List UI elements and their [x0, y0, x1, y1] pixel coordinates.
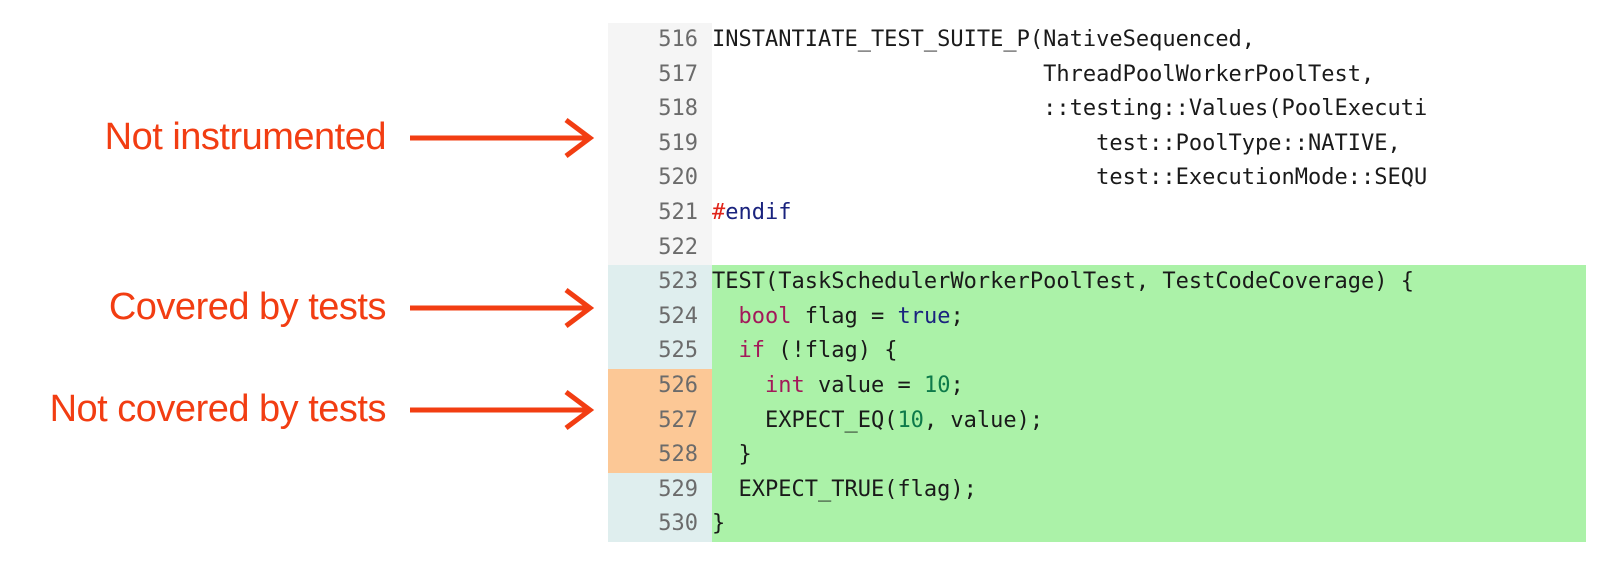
code-token: 10: [897, 407, 924, 433]
line-number: 519: [608, 126, 712, 162]
code-token: ThreadPoolWorkerPoolTest,: [712, 61, 1375, 87]
code-token: #: [712, 200, 726, 225]
code-text: int value = 10;: [712, 369, 1586, 404]
line-number: 518: [608, 92, 712, 127]
arrow-right-icon: [410, 287, 595, 328]
code-text: test::PoolType::NATIVE,: [712, 126, 1586, 162]
code-line: 528 }: [608, 438, 1586, 473]
code-text: ::testing::Values(PoolExecuti: [712, 92, 1586, 127]
arrow-right-icon: [410, 389, 595, 430]
annotation-label: Covered by tests: [108, 286, 387, 328]
code-text: EXPECT_TRUE(flag);: [712, 472, 1586, 508]
code-token: test::PoolType::NATIVE,: [712, 130, 1401, 156]
code-token: }: [712, 442, 752, 468]
line-number: 520: [608, 161, 712, 196]
line-number: 530: [608, 507, 712, 542]
code-token: true: [897, 303, 951, 329]
line-number: 525: [608, 334, 712, 369]
code-token: [712, 304, 739, 329]
code-token: EXPECT_EQ(: [712, 407, 898, 433]
arrow-right-icon: [410, 117, 595, 158]
code-text: test::ExecutionMode::SEQU: [712, 161, 1586, 196]
code-text: INSTANTIATE_TEST_SUITE_P(NativeSequenced…: [712, 23, 1586, 58]
line-number: 529: [608, 472, 712, 508]
code-token: flag =: [791, 303, 898, 329]
code-line: 530}: [608, 507, 1586, 542]
code-token: ;: [950, 303, 964, 329]
line-number: 521: [608, 196, 712, 231]
code-line: 527 EXPECT_EQ(10, value);: [608, 403, 1586, 439]
line-number: 528: [608, 438, 712, 473]
code-line: 521#endif: [608, 196, 1586, 231]
code-line: 524 bool flag = true;: [608, 299, 1586, 335]
code-line: 519 test::PoolType::NATIVE,: [608, 126, 1586, 162]
code-token: 10: [923, 373, 951, 398]
line-number: 523: [608, 265, 712, 300]
code-token: int: [764, 373, 805, 398]
code-token: (!flag) {: [765, 338, 898, 364]
code-text: EXPECT_EQ(10, value);: [712, 403, 1586, 439]
code-line: 525 if (!flag) {: [608, 334, 1586, 369]
code-line: 517 ThreadPoolWorkerPoolTest,: [608, 57, 1586, 93]
code-token: INSTANTIATE_TEST_SUITE_P(NativeSequenced…: [712, 27, 1256, 52]
code-token: EXPECT_TRUE(flag);: [712, 476, 977, 502]
code-text: [712, 230, 1586, 266]
code-token: [712, 373, 765, 398]
code-token: [712, 338, 739, 363]
code-text: }: [712, 507, 1586, 542]
code-token: value =: [804, 373, 924, 398]
code-token: ::testing::Values(PoolExecuti: [712, 96, 1428, 122]
code-line: 522: [608, 230, 1586, 266]
annotation-not-instrumented: Not instrumented: [105, 116, 598, 159]
code-token: if: [738, 338, 766, 364]
line-number: 524: [608, 299, 712, 335]
code-text: }: [712, 438, 1586, 473]
code-text: #endif: [712, 196, 1586, 231]
code-token: bool: [738, 303, 792, 329]
annotation-covered: Covered by tests: [109, 286, 598, 329]
code-token: , value);: [923, 407, 1044, 433]
code-text: TEST(TaskSchedulerWorkerPoolTest, TestCo…: [712, 265, 1586, 300]
code-line: 518 ::testing::Values(PoolExecuti: [608, 92, 1586, 127]
annotation-label: Not covered by tests: [49, 388, 387, 430]
code-token: test::ExecutionMode::SEQU: [712, 165, 1428, 191]
code-token: }: [712, 511, 726, 537]
code-token: endif: [725, 200, 792, 225]
line-number: 516: [608, 23, 712, 58]
code-text: ThreadPoolWorkerPoolTest,: [712, 57, 1586, 93]
annotation-not-covered: Not covered by tests: [50, 388, 598, 431]
code-line: 520 test::ExecutionMode::SEQU: [608, 161, 1586, 196]
line-number: 522: [608, 230, 712, 266]
line-number: 517: [608, 57, 712, 93]
code-token: ;: [950, 373, 964, 398]
code-text: if (!flag) {: [712, 334, 1586, 369]
code-token: TEST(TaskSchedulerWorkerPoolTest, TestCo…: [712, 269, 1414, 295]
code-line: 526 int value = 10;: [608, 369, 1586, 404]
code-text: bool flag = true;: [712, 299, 1586, 335]
line-number: 527: [608, 403, 712, 439]
annotation-label: Not instrumented: [104, 116, 387, 158]
line-number: 526: [608, 369, 712, 404]
code-line: 529 EXPECT_TRUE(flag);: [608, 472, 1586, 508]
